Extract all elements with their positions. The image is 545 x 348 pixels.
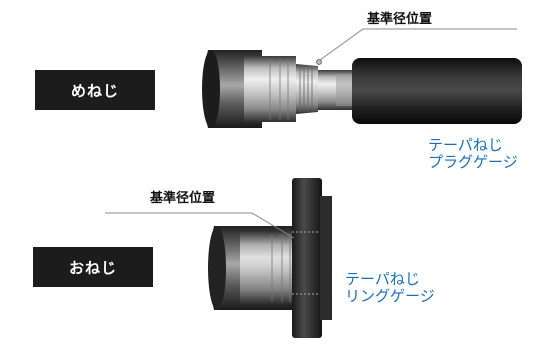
- plug-gauge-assembly: [202, 28, 522, 128]
- plug-gauge-caption-line1: テーパねじ: [428, 136, 503, 154]
- pipe-thread-lines: [269, 58, 289, 120]
- reference-diameter-label-top: 基準径位置: [367, 12, 433, 27]
- plug-gauge-caption-line2: プラグゲージ: [428, 153, 518, 171]
- male-thread-tag: おねじ: [33, 247, 153, 287]
- ring-gauge-body: [292, 178, 322, 338]
- plug-gauge-caption: テーパねじ プラグゲージ: [428, 137, 518, 171]
- ring-gauge-caption-line1: テーパねじ: [345, 270, 420, 288]
- female-thread-tag: めねじ: [35, 70, 155, 110]
- reference-leader-top: [319, 28, 517, 61]
- shaft-end-face: [208, 226, 226, 310]
- plug-gauge-handle: [352, 58, 522, 124]
- ring-gauge-assembly: [105, 178, 332, 338]
- plug-gauge-thread: [296, 64, 318, 114]
- reference-leader-mid: [105, 212, 295, 239]
- ring-gauge-caption: テーパねじ リングゲージ: [345, 271, 435, 305]
- reference-diameter-label-middle: 基準径位置: [150, 191, 216, 206]
- shaft-thread-lines: [271, 234, 291, 302]
- plug-thread-lines: [299, 66, 313, 112]
- ring-gauge-caption-line2: リングゲージ: [345, 287, 435, 305]
- ring-gauge-rim: [320, 196, 332, 320]
- pipe-end-face: [202, 50, 220, 128]
